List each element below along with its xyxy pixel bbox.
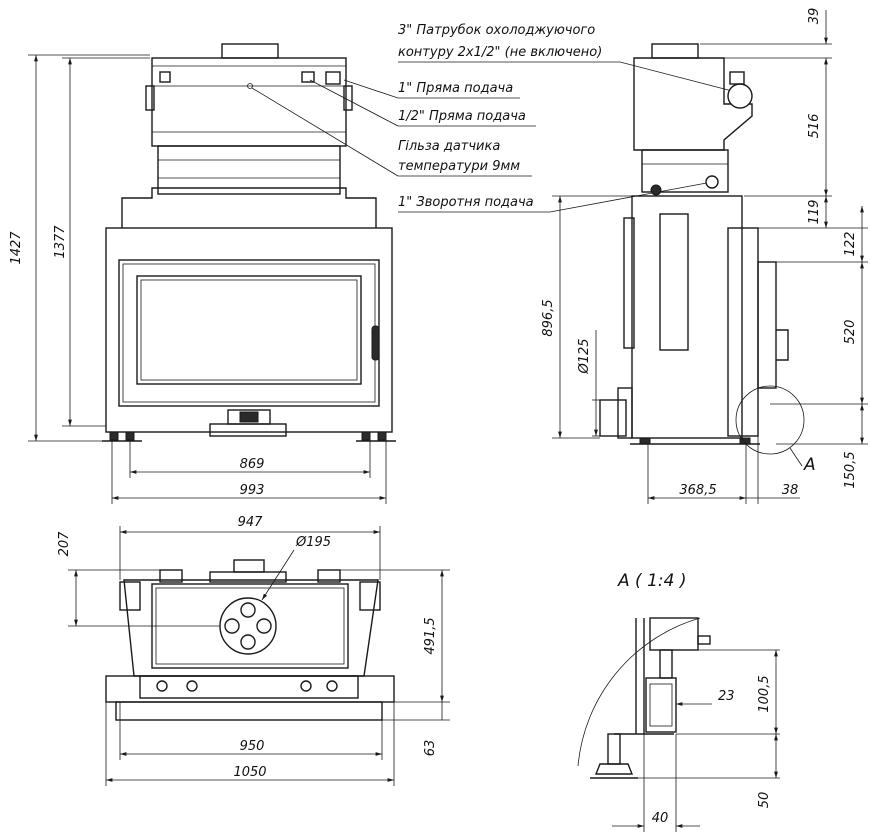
dim-height-total: 1427 [9,231,24,265]
callout-nozzle-line2: контуру 2x1/2" (не включено) [398,45,602,60]
dim-40: 40 [652,811,669,826]
dim-947: 947 [238,515,264,530]
dim-896-5: 896,5 [541,299,556,336]
dim-1050: 1050 [233,765,266,780]
callout-sensor-line1: Гільза датчика [398,139,500,154]
callout-return-1in: 1" Зворотня подача [398,195,534,210]
dim-height-body: 1377 [53,225,68,259]
dim-520: 520 [843,320,858,345]
dim-top-39: 39 [807,8,822,25]
callout-nozzle-line1: 3" Патрубок охолоджуючого [398,23,595,38]
detail-marker-a: A [803,455,816,475]
front-view: 1427 1377 869 993 [9,43,396,504]
dim-368-5: 368,5 [679,483,716,498]
dim-516: 516 [807,114,822,139]
dim-122: 122 [843,232,858,257]
dim-119: 119 [807,200,822,225]
dim-38: 38 [782,483,799,498]
dim-width-total: 993 [240,483,265,498]
dim-950: 950 [240,739,265,754]
callout-sensor-line2: температури 9мм [398,159,520,174]
dim-100-5: 100,5 [757,675,772,712]
dim-width-feet: 869 [240,457,265,472]
dim-150-5: 150,5 [843,451,858,488]
dim-207: 207 [57,531,72,557]
dim-dia-195: Ø195 [295,535,331,550]
dim-491-5: 491,5 [423,617,438,654]
front-feet [102,431,396,442]
callout-supply-half-in: 1/2" Пряма подача [398,109,526,124]
callout-supply-1in: 1" Пряма подача [398,81,513,96]
side-view: A 39 516 119 122 520 150,5 896,5 Ø125 [541,8,868,504]
detail-title: A ( 1:4 ) [617,571,686,591]
dim-50: 50 [757,792,772,809]
top-view: 947 207 Ø195 491,5 63 950 1050 [57,515,450,786]
dim-dia-125: Ø125 [577,338,592,374]
detail-view-a: A ( 1:4 ) 100,5 50 23 40 [577,571,780,832]
dim-23: 23 [718,689,735,704]
callouts: 3" Патрубок охолоджуючого контуру 2x1/2"… [251,23,737,213]
dim-63: 63 [423,740,438,757]
